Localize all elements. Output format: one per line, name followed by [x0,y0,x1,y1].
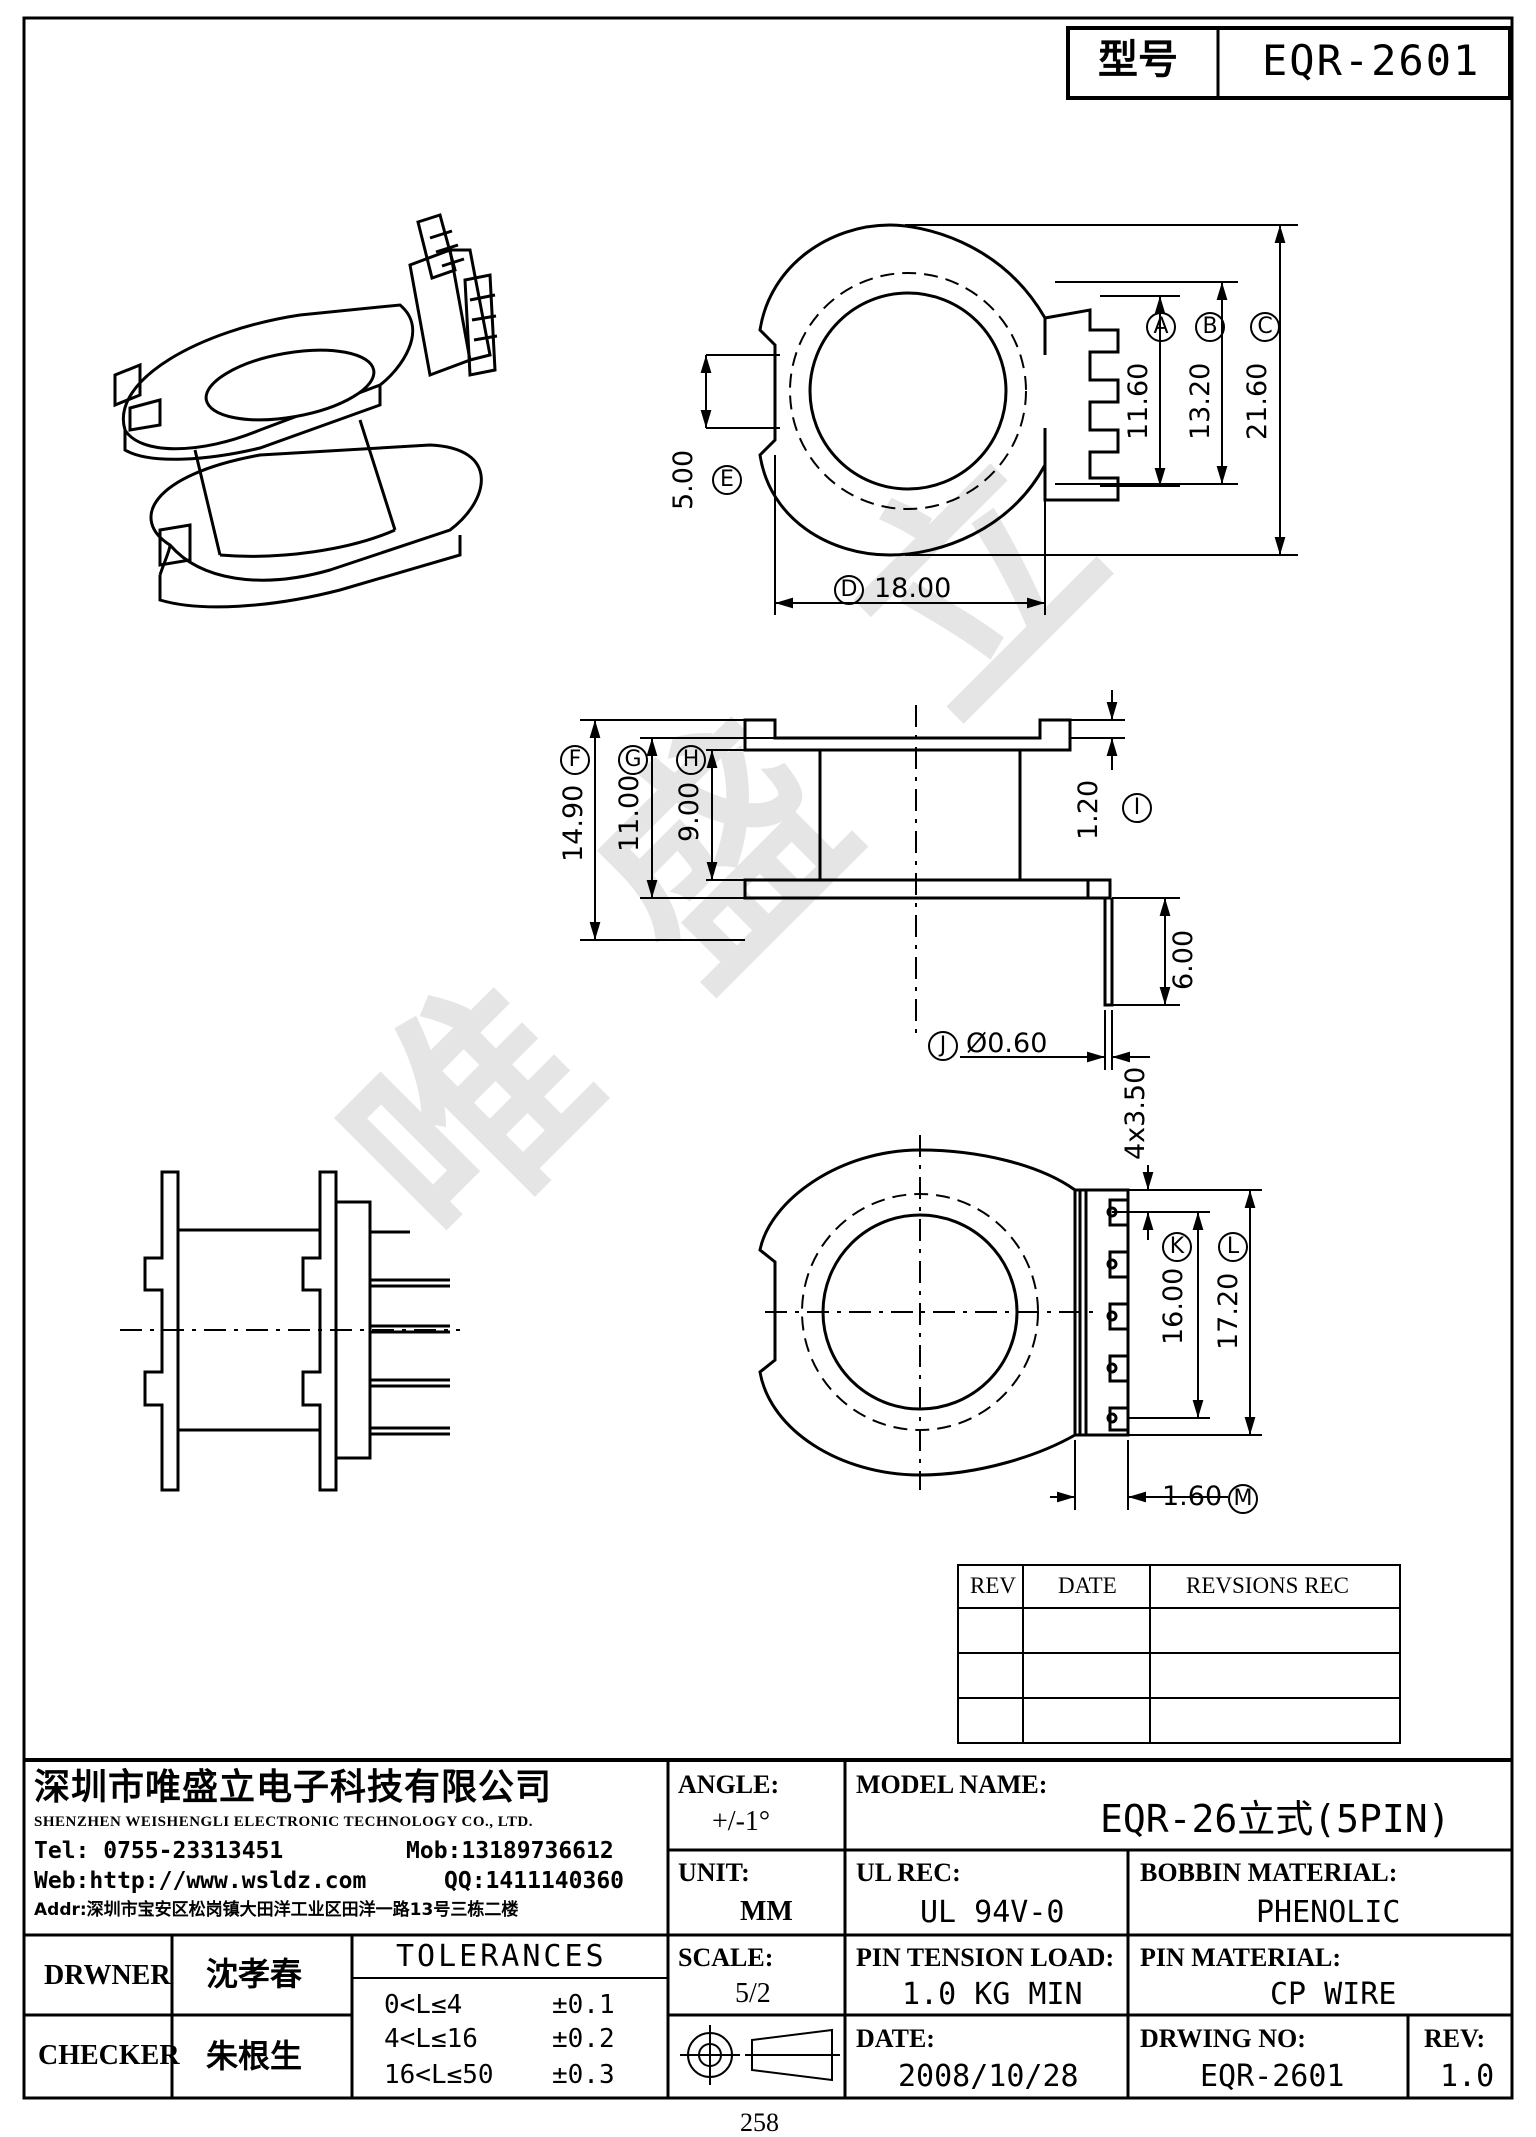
side-view-dims [580,690,1180,1070]
company-mob: Mob:13189736612 [406,1838,614,1864]
drawer-value: 沈孝春 [206,1955,303,1993]
angle-label: ANGLE: [678,1770,780,1799]
pin-tension-value: 1.0 KG MIN [902,1977,1083,2012]
front-view [120,1170,460,1492]
callout-A: A [1146,312,1176,342]
top-view-dims [700,224,1298,615]
dim-M: 1.60 [1162,1481,1223,1512]
scale-value: 5/2 [735,1978,771,2009]
tolerances-title: TOLERANCES [396,1939,607,1974]
dim-D: 18.00 [874,573,952,604]
drawing-no-value: EQR-2601 [1200,2059,1345,2094]
bottom-view [758,1135,1130,1490]
dim-K: 16.00 [1158,1267,1189,1345]
pin-material-label: PIN MATERIAL: [1140,1943,1342,1972]
company-qq: QQ:1411140360 [444,1868,625,1894]
header-model-box [1066,26,1512,100]
projection-symbol-icon [680,2025,840,2085]
unit-label: UNIT: [678,1858,750,1887]
dim-H: 9.00 [674,781,705,842]
pin-tension-label: PIN TENSION LOAD: [856,1943,1115,1972]
outer-border [22,16,1514,2100]
callout-G: G [618,745,648,775]
rev-label: REV: [1424,2024,1486,2053]
callout-C: C [1250,312,1280,342]
bobbin-material-label: BOBBIN MATERIAL: [1140,1858,1398,1887]
header-model-label: 型号 [1098,37,1178,83]
rev-value: 1.0 [1440,2059,1495,2094]
date-label: DATE: [856,2024,935,2053]
callout-F: F [560,745,590,775]
tolerance-range-1: 0<L≤4 [384,1990,463,2020]
drawing-no-label: DRWING NO: [1140,2024,1306,2053]
model-name-value: EQR-26立式(5PIN) [1100,1797,1451,1841]
company-web: Web:http://www.wsldz.com [34,1868,367,1894]
tolerance-range-2: 4<L≤16 [384,2024,478,2054]
dim-L: 17.20 [1213,1272,1244,1350]
rev-header-rev: REV [970,1573,1016,1598]
dim-E: 5.00 [668,449,699,510]
dim-F: 14.90 [558,784,589,862]
rev-header-date: DATE [1058,1573,1117,1598]
checker-label: CHECKER [38,2040,180,2071]
revision-table [957,1564,1401,1744]
dim-C: 21.60 [1242,362,1273,440]
page-number: 258 [740,2108,779,2137]
bobbin-material-value: PHENOLIC [1256,1895,1401,1930]
side-view [743,705,1114,1040]
company-name-en: SHENZHEN WEISHENGLI ELECTRONIC TECHNOLOG… [34,1814,533,1830]
callout-D: D [834,575,864,605]
bottom-view-dims [1050,1165,1262,1510]
model-name-label: MODEL NAME: [856,1770,1048,1799]
dim-pin-length: 6.00 [1168,929,1199,990]
dim-J: Ø0.60 [966,1028,1048,1059]
checker-value: 朱根生 [206,2037,303,2075]
ul-rec-label: UL REC: [856,1858,961,1887]
top-view [758,223,1120,557]
tolerance-value-1: ±0.1 [552,1990,615,2020]
dim-I: 1.20 [1073,779,1104,840]
pin-material-value: CP WIRE [1270,1977,1397,2012]
tolerance-value-3: ±0.3 [552,2060,615,2090]
tolerance-range-3: 16<L≤50 [384,2060,494,2090]
callout-J: J [928,1031,958,1061]
rev-header-rec: REVSIONS REC [1186,1573,1349,1598]
title-block [24,1758,1512,2098]
header-model-value: EQR-2601 [1262,36,1481,85]
scale-label: SCALE: [678,1943,774,1972]
isometric-view [113,213,498,609]
ul-rec-value: UL 94V-0 [920,1895,1065,1930]
callout-L: L [1218,1232,1248,1262]
angle-value: +/-1° [712,1806,771,1837]
dim-A: 11.60 [1123,362,1154,440]
callout-H: H [676,745,706,775]
dim-pitch: 4x3.50 [1120,1066,1151,1160]
callout-I: I [1122,793,1152,823]
callout-M: M [1228,1484,1258,1514]
drawer-label: DRWNER [44,1960,171,1991]
callout-E: E [712,465,742,495]
callout-K: K [1162,1232,1192,1262]
dim-G: 11.00 [614,774,645,852]
date-value: 2008/10/28 [898,2059,1079,2094]
callout-B: B [1195,312,1225,342]
company-name-cn: 深圳市唯盛立电子科技有限公司 [34,1767,553,1808]
unit-value: MM [740,1896,793,1927]
company-address: Addr:深圳市宝安区松岗镇大田洋工业区田洋一路13号三栋二楼 [34,1900,519,1920]
dim-B: 13.20 [1185,362,1216,440]
tolerance-value-2: ±0.2 [552,2024,615,2054]
company-tel: Tel: 0755-23313451 [34,1838,284,1864]
